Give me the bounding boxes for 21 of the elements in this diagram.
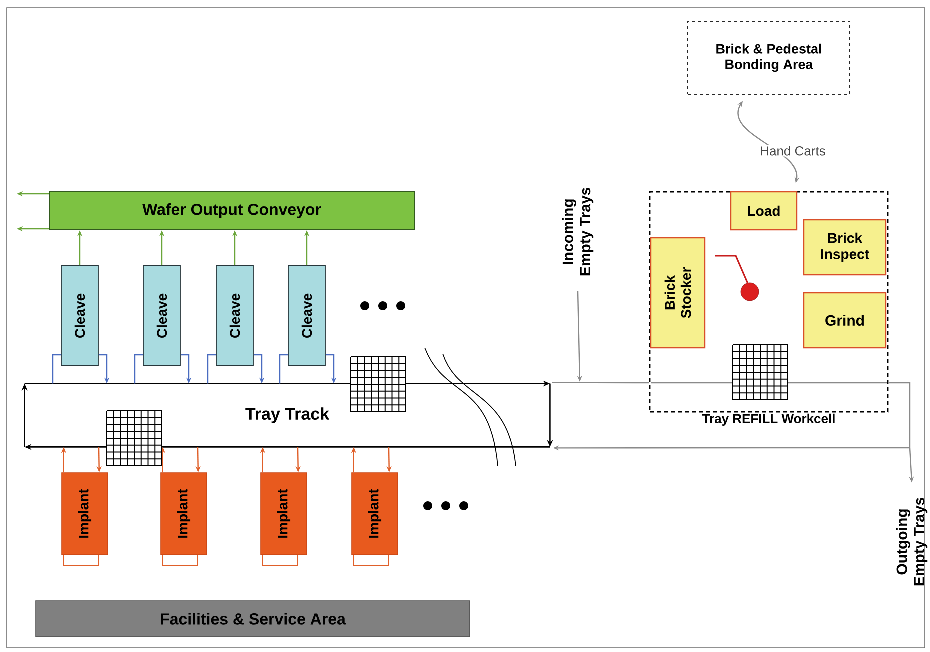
cleave-station: Cleave (288, 266, 326, 366)
cleave-station: Cleave (216, 266, 254, 366)
implant-station: Implant (160, 472, 208, 556)
service-area-bar: Facilities & Service Area (36, 600, 470, 638)
flow-label: Incoming Empty Trays (562, 188, 594, 276)
node-label: Tray Track (246, 408, 330, 424)
flow-label: Outgoing Empty Trays (896, 498, 928, 586)
tray-track-loop: Tray Track (22, 380, 554, 450)
cleave-station: Cleave (143, 266, 181, 366)
conveyor-box: Wafer Output Conveyor (49, 192, 415, 230)
cleave-station: Cleave (61, 266, 99, 366)
implant-station: Implant (260, 472, 308, 556)
station-box: Load (730, 191, 798, 231)
implant-station: Implant (62, 472, 108, 556)
implant-station: Implant (352, 472, 398, 556)
station-box: Brick Stocker (650, 237, 706, 349)
station-box: Brick Inspect (803, 219, 887, 276)
area-box: Brick & Pedestal Bonding Area (688, 21, 850, 95)
node-label: Tray REFILL Workcell (702, 414, 835, 426)
station-box: Grind (803, 292, 887, 349)
edge-label: Hand Carts (759, 145, 827, 157)
